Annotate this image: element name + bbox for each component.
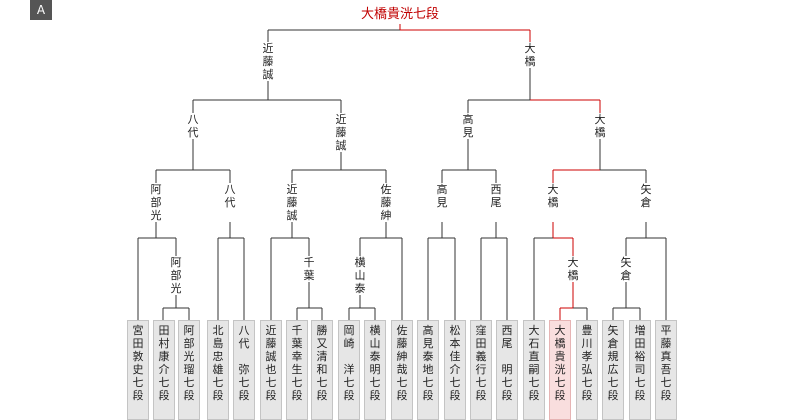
- player-box: 千 葉 幸 生 七 段: [286, 320, 308, 420]
- player-box: 増 田 裕 司 七 段: [629, 320, 651, 420]
- quarter-name-8: 矢 倉: [636, 183, 656, 209]
- tournament-winner: 大橋貴洸七段: [360, 7, 439, 22]
- semi-name-2: 近藤 誠: [331, 113, 351, 152]
- player-box: 阿 部 光 瑠 七 段: [178, 320, 200, 420]
- final-name-left: 近藤 誠: [258, 42, 278, 81]
- player-box: 佐 藤 紳 哉 七 段: [391, 320, 413, 420]
- player-box: 八 代 弥 七 段: [233, 320, 255, 420]
- player-box: 矢 倉 規 広 七 段: [602, 320, 624, 420]
- player-box: 北 島 忠 雄 七 段: [207, 320, 229, 420]
- quarter-name-6: 西 尾: [486, 183, 506, 209]
- player-box: 田 村 康 介 七 段: [153, 320, 175, 420]
- round2-name-2: 千 葉: [299, 256, 319, 282]
- bracket-a-badge: A: [30, 0, 52, 20]
- round2-name-3: 横 山 泰: [350, 256, 370, 295]
- player-box: 平 藤 真 吾 七 段: [655, 320, 677, 420]
- quarter-name-5: 高 見: [432, 183, 452, 209]
- player-box: 宮 田 敦 史 七 段: [127, 320, 149, 420]
- quarter-name-4: 佐 藤 紳: [376, 183, 396, 222]
- quarter-name-1: 阿 部 光: [146, 183, 166, 222]
- round2-name-4: 大 橋: [563, 256, 583, 282]
- final-name-right: 大 橋: [520, 42, 540, 68]
- player-box: 勝 又 清 和 七 段: [311, 320, 333, 420]
- semi-name-3: 高 見: [458, 113, 478, 139]
- quarter-name-2: 八 代: [220, 183, 240, 209]
- player-box: 豊 川 孝 弘 七 段: [576, 320, 598, 420]
- player-box: 大 石 直 嗣 七 段: [523, 320, 545, 420]
- player-box: 窪 田 義 行 七 段: [470, 320, 492, 420]
- round2-name-1: 阿 部 光: [166, 256, 186, 295]
- player-box: 西 尾 明 七 段: [496, 320, 518, 420]
- player-box: 松 本 佳 介 七 段: [444, 320, 466, 420]
- player-box-champion: 大 橋 貴 洸 七 段: [549, 320, 571, 420]
- player-box: 横 山 泰 明 七 段: [364, 320, 386, 420]
- player-box: 高 見 泰 地 七 段: [417, 320, 439, 420]
- player-box: 近 藤 誠 也 七 段: [260, 320, 282, 420]
- player-box: 岡 崎 洋 七 段: [338, 320, 360, 420]
- quarter-name-7: 大 橋: [543, 183, 563, 209]
- round2-name-5: 矢 倉: [616, 256, 636, 282]
- quarter-name-3: 近 藤 誠: [282, 183, 302, 222]
- semi-name-1: 八 代: [183, 113, 203, 139]
- semi-name-4: 大 橋: [590, 113, 610, 139]
